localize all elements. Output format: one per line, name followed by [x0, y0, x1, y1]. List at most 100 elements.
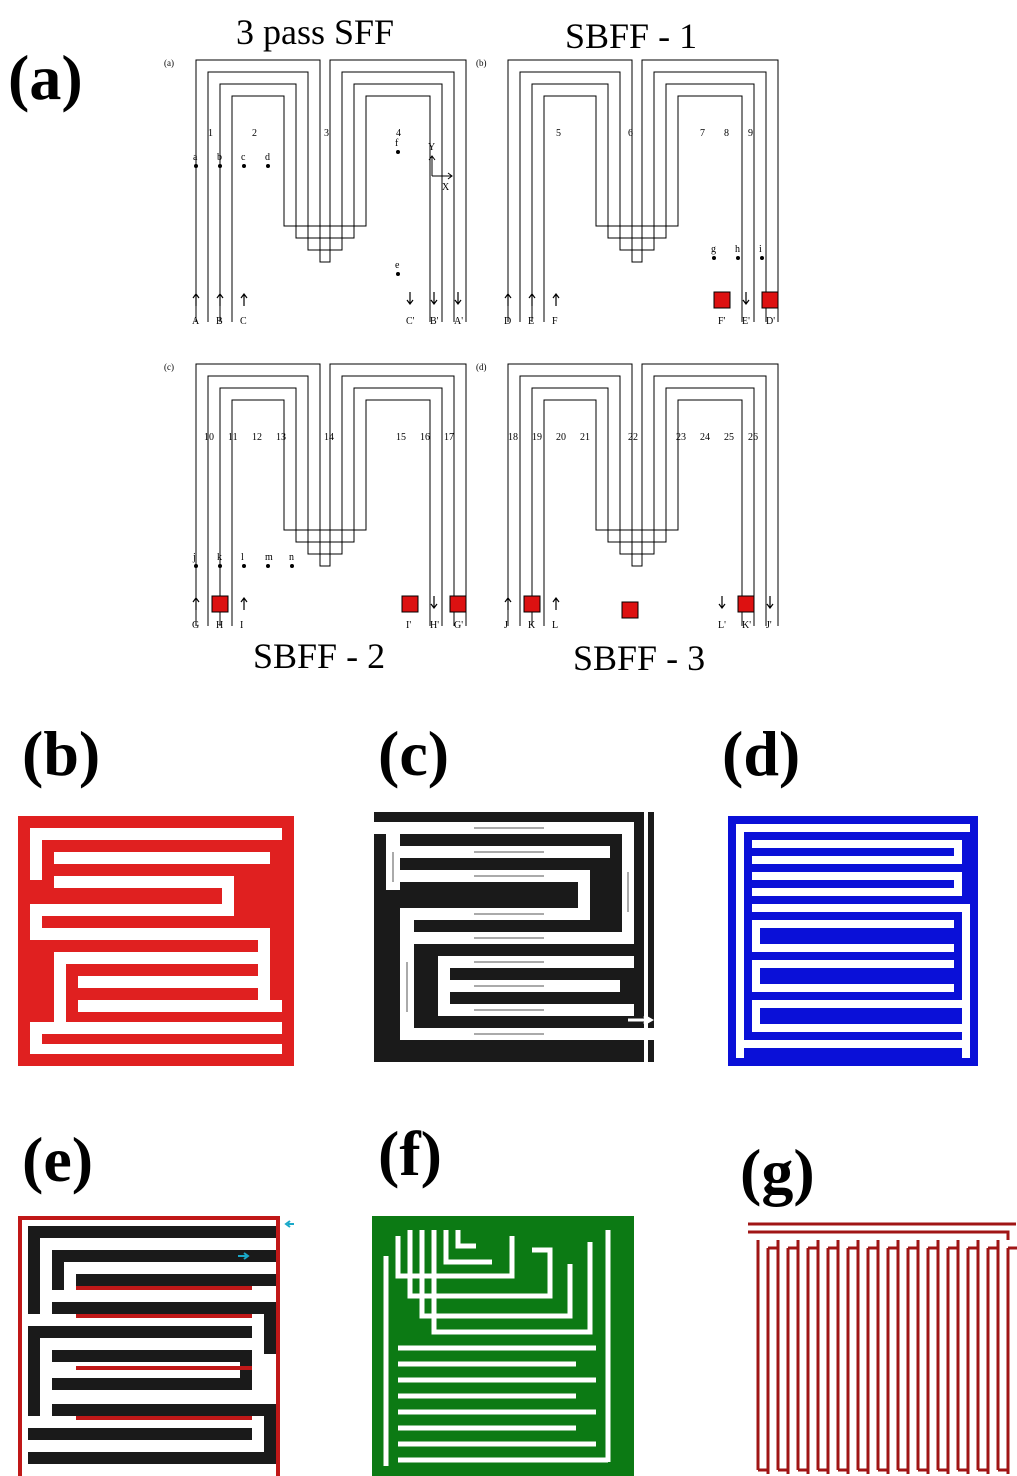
outlet-arrow: [430, 596, 438, 609]
axis-x-label: X: [442, 182, 450, 193]
inlet-label: A: [192, 316, 200, 327]
channel-number: 26: [748, 432, 758, 443]
channel-number: 18: [508, 432, 518, 443]
outlet-label: D': [766, 316, 775, 327]
axis-y-label: Y: [428, 142, 435, 153]
channel-number: 5: [556, 128, 561, 139]
outlet-arrow: [430, 292, 438, 305]
blocked-outlet: [401, 595, 419, 613]
measure-point: [242, 564, 246, 568]
measure-point: [194, 164, 198, 168]
measure-point-label: a: [193, 152, 198, 163]
channel-number: 2: [252, 128, 257, 139]
measure-point-label: j: [192, 552, 196, 563]
measure-point-label: c: [241, 152, 246, 163]
measure-point-label: m: [265, 552, 273, 563]
channel-number: 17: [444, 432, 454, 443]
measure-point: [242, 164, 246, 168]
blocked-inlet: [523, 595, 541, 613]
inlet-label: L: [552, 620, 558, 631]
channel-number: 25: [724, 432, 734, 443]
channel-number: 22: [628, 432, 638, 443]
inlet-arrow: [192, 597, 200, 610]
channel-number: 19: [532, 432, 542, 443]
outlet-label: I': [406, 620, 411, 631]
outlet-arrow: [718, 596, 726, 609]
inlet-arrow: [240, 293, 248, 306]
measure-point: [194, 564, 198, 568]
blocked-outlet: [737, 595, 755, 613]
measure-point-label: l: [241, 552, 244, 563]
outlet-label: L': [718, 620, 726, 631]
panel-label-b: (b): [22, 718, 101, 789]
inlet-arrow: [192, 293, 200, 306]
measure-point: [290, 564, 294, 568]
outlet-label: C': [406, 316, 415, 327]
outlet-arrow: [406, 292, 414, 305]
measure-point: [218, 564, 222, 568]
outlet-arrow: [454, 292, 462, 305]
panel-label-e: (e): [22, 1124, 94, 1195]
panel-label-c: (c): [378, 718, 450, 789]
channel-number: 1: [208, 128, 213, 139]
inlet-arrow: [504, 293, 512, 306]
panel-label-a: (a): [8, 42, 83, 113]
channel-number: 23: [676, 432, 686, 443]
flow-field-blue: [728, 816, 978, 1066]
measure-point: [266, 164, 270, 168]
channel-number: 10: [204, 432, 214, 443]
measure-point: [396, 272, 400, 276]
title-sbff-3: SBFF - 3: [573, 638, 706, 678]
blocked-middle: [621, 601, 639, 619]
outlet-label: K': [742, 620, 751, 631]
channel-number: 16: [420, 432, 430, 443]
measure-point-label: e: [395, 260, 400, 271]
measure-point-label: d: [265, 152, 270, 163]
flow-field-dark-red: [748, 1222, 1017, 1474]
inlet-label: C: [240, 316, 247, 327]
axis-icon: [428, 155, 453, 180]
blocked-inlet: [211, 595, 229, 613]
inlet-arrow: [240, 597, 248, 610]
channel-number: 24: [700, 432, 710, 443]
panel-label-d: (d): [722, 718, 801, 789]
measure-point-label: g: [711, 244, 716, 255]
channel-number: 14: [324, 432, 334, 443]
channel-number: 15: [396, 432, 406, 443]
flow-field-red: [18, 816, 294, 1066]
inlet-arrow: [552, 293, 560, 306]
measure-point: [266, 564, 270, 568]
sub-letter: (c): [164, 362, 174, 372]
measure-point-label: n: [289, 552, 294, 563]
inlet-label: H: [216, 620, 223, 631]
flow-field-black: [374, 812, 654, 1062]
outlet-label: G': [454, 620, 463, 631]
sub-letter: (b): [476, 58, 487, 68]
measure-point: [218, 164, 222, 168]
channel-number: 8: [724, 128, 729, 139]
outlet-arrow: [742, 292, 750, 305]
channel-number: 6: [628, 128, 633, 139]
sub-letter: (d): [476, 362, 487, 372]
title-3pass-sff: 3 pass SFF: [236, 12, 395, 52]
inlet-arrow: [504, 597, 512, 610]
inlet-label: G: [192, 620, 199, 631]
channel-number: 21: [580, 432, 590, 443]
channel-number: 11: [228, 432, 238, 443]
measure-point: [736, 256, 740, 260]
measure-point-label: b: [217, 152, 222, 163]
flow-field-green: [372, 1216, 634, 1476]
channel-number: 4: [396, 128, 401, 139]
panel-label-g: (g): [740, 1136, 815, 1207]
channel-number: 20: [556, 432, 566, 443]
outlet-label: A': [454, 316, 463, 327]
inlet-label: B: [216, 316, 223, 327]
sub-letter: (a): [164, 58, 174, 68]
channel-number: 3: [324, 128, 329, 139]
inlet-arrow: [552, 597, 560, 610]
measure-point: [396, 150, 400, 154]
